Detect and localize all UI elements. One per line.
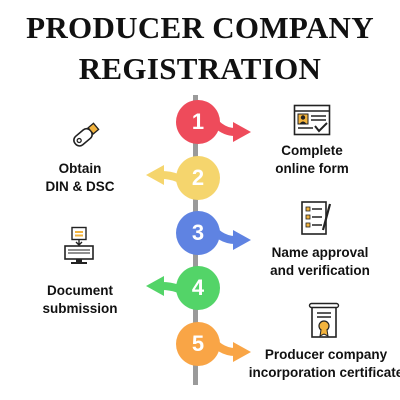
title-line-2: REGISTRATION: [78, 51, 322, 86]
step-5-circle: 5: [176, 322, 220, 366]
step-4-label: Document submission: [42, 283, 118, 316]
step-4-circle: 4: [176, 266, 220, 310]
step-1-circle: 1: [176, 100, 220, 144]
checklist-icon: [301, 201, 332, 235]
certificate-icon: [308, 302, 340, 338]
step-4-number: 4: [191, 275, 205, 300]
step-3-number: 3: [191, 220, 205, 245]
step-1-number: 1: [191, 109, 205, 134]
step-2-circle: 2: [176, 156, 220, 200]
usb-token-icon: [73, 122, 100, 147]
step-2-number: 2: [191, 165, 205, 190]
step-5-label: Producer company incorporation certifica…: [248, 347, 400, 380]
step-3-circle: 3: [176, 211, 220, 255]
document-upload-computer-icon: [64, 226, 94, 264]
step-1-label: Complete online form: [275, 143, 349, 176]
online-form-icon: [293, 104, 331, 136]
step-3-label: Name approval and verification: [270, 245, 370, 278]
step-2-label: Obtain DIN & DSC: [45, 161, 115, 194]
step-5-number: 5: [191, 331, 205, 356]
title-line-1: PRODUCER COMPANY: [26, 10, 374, 45]
